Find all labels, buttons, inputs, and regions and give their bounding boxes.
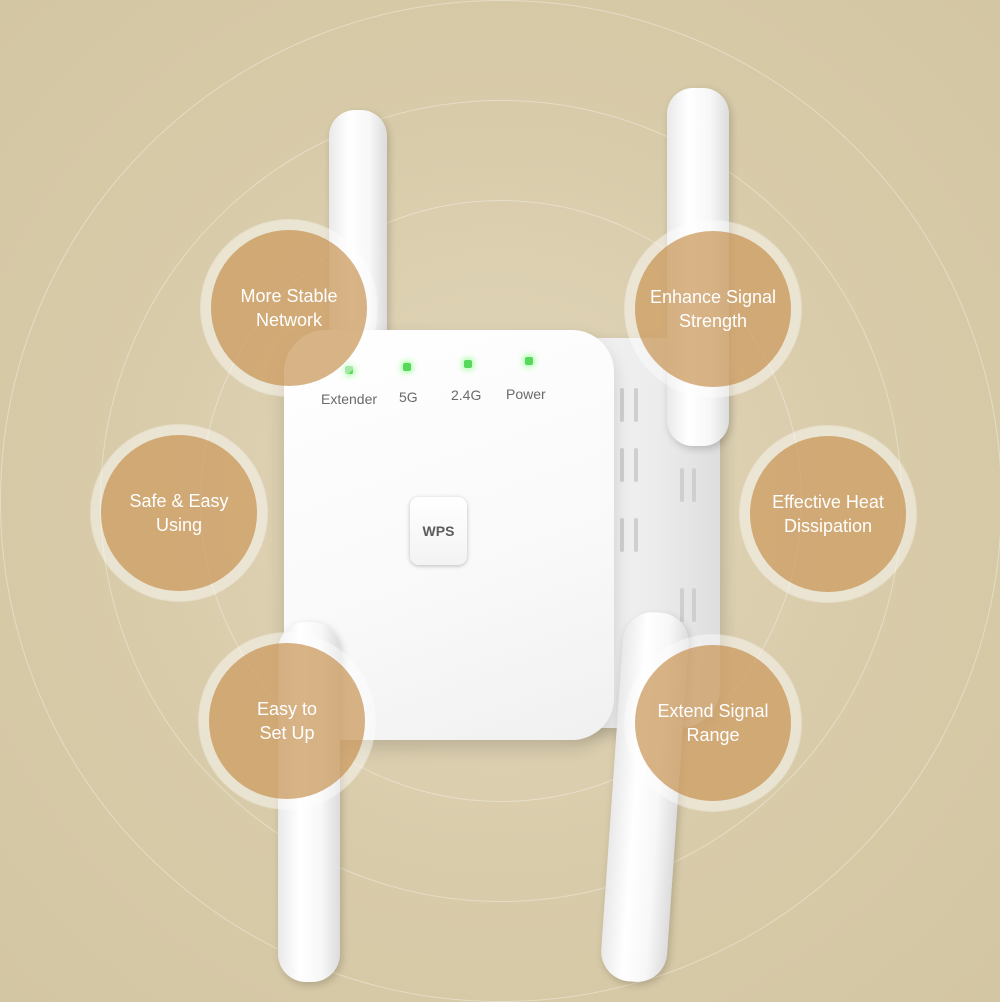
feature-label: More Stable Network xyxy=(240,286,338,330)
vent-slot xyxy=(634,518,638,552)
feature-bubble-heat-dissipation: Effective Heat Dissipation xyxy=(750,436,906,592)
vent-slot xyxy=(692,468,696,502)
vent-slot xyxy=(620,388,624,422)
feature-bubble-extend-range: Extend Signal Range xyxy=(635,645,791,801)
feature-bubble-safe-easy: Safe & Easy Using xyxy=(101,435,257,591)
vent-slot xyxy=(692,588,696,622)
vent-slot xyxy=(634,388,638,422)
feature-bubble-stable-network: More Stable Network xyxy=(211,230,367,386)
led-label-power: Power xyxy=(506,386,546,402)
vent-slot xyxy=(634,448,638,482)
led-extender xyxy=(345,366,353,374)
feature-bubble-easy-setup: Easy to Set Up xyxy=(209,643,365,799)
feature-label: Extend Signal Range xyxy=(657,701,769,745)
led-5g xyxy=(403,363,411,371)
wps-button[interactable]: WPS xyxy=(410,497,467,565)
feature-label: Easy to Set Up xyxy=(256,699,318,743)
vent-slot xyxy=(620,448,624,482)
led-label-5g: 5G xyxy=(399,389,418,405)
feature-label: Effective Heat Dissipation xyxy=(772,492,884,536)
led-label-extender: Extender xyxy=(321,391,378,407)
vent-slot xyxy=(680,468,684,502)
vent-slot xyxy=(680,588,684,622)
feature-label: Safe & Easy Using xyxy=(129,491,229,535)
feature-label: Enhance Signal Strength xyxy=(649,287,777,331)
led-2-4g xyxy=(464,360,472,368)
led-label-2-4g: 2.4G xyxy=(451,387,482,403)
led-power xyxy=(525,357,533,365)
wps-button-label: WPS xyxy=(422,523,455,539)
feature-bubble-enhance-signal: Enhance Signal Strength xyxy=(635,231,791,387)
vent-slot xyxy=(620,518,624,552)
